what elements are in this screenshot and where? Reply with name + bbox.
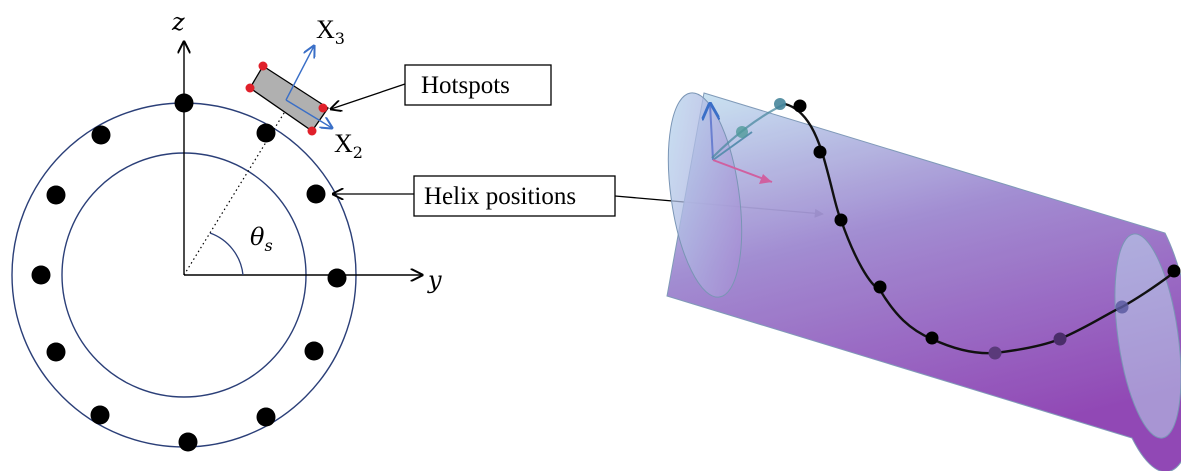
helix-dot bbox=[91, 125, 111, 145]
cylinder-3d bbox=[666, 92, 1181, 471]
helix-dot bbox=[256, 407, 276, 427]
helix-dot bbox=[306, 184, 326, 204]
helix-positions-callout: Helix positions bbox=[333, 175, 824, 218]
cross-section: z y θs X3 bbox=[11, 8, 442, 452]
z-axis-label: z bbox=[171, 8, 185, 36]
cylinder-front-end bbox=[667, 92, 743, 298]
helix-point bbox=[793, 99, 807, 113]
frame-axis-up bbox=[710, 104, 713, 161]
angle-arc bbox=[209, 232, 244, 276]
cylinder-back-end bbox=[1114, 233, 1181, 439]
helix-dot bbox=[178, 432, 198, 452]
hotspot-dot bbox=[258, 61, 268, 71]
helix-point bbox=[873, 280, 887, 294]
helix-dot bbox=[174, 93, 194, 113]
hotspots-callout: Hotspots bbox=[331, 64, 552, 109]
helix-point bbox=[834, 213, 848, 227]
helix-dot bbox=[31, 265, 51, 285]
hotspots-label: Hotspots bbox=[421, 72, 510, 99]
helix-point bbox=[1115, 300, 1129, 314]
helix-positions-label: Helix positions bbox=[424, 183, 576, 210]
helix-point bbox=[736, 126, 748, 138]
helix-dot bbox=[90, 405, 110, 425]
helix-point bbox=[1167, 264, 1181, 278]
hotspot-dot bbox=[245, 83, 255, 93]
helix-point bbox=[774, 98, 786, 110]
helix-dot bbox=[304, 341, 324, 361]
helix-point bbox=[925, 331, 939, 345]
helix-point bbox=[988, 346, 1002, 360]
cylinder-body bbox=[666, 92, 1181, 471]
x2-label: X2 bbox=[334, 129, 363, 162]
x3-axis-arrow bbox=[285, 46, 314, 101]
helix-point bbox=[1053, 332, 1067, 346]
frame-axis-right-head bbox=[759, 174, 772, 184]
x3-label: X3 bbox=[316, 15, 345, 48]
angle-label: θs bbox=[250, 223, 273, 255]
hotspot-dot bbox=[307, 126, 317, 136]
helix-dot bbox=[46, 342, 66, 362]
hotspot-patch bbox=[245, 61, 329, 136]
hotspot-dot bbox=[318, 103, 328, 113]
helix-point bbox=[813, 145, 827, 159]
hotspots-leader bbox=[331, 83, 406, 109]
helix-dot bbox=[46, 185, 66, 205]
y-axis-label: y bbox=[427, 266, 442, 294]
x2-axis-arrow bbox=[285, 99, 332, 128]
helix-dot bbox=[327, 268, 347, 288]
helix-dot bbox=[256, 123, 276, 143]
